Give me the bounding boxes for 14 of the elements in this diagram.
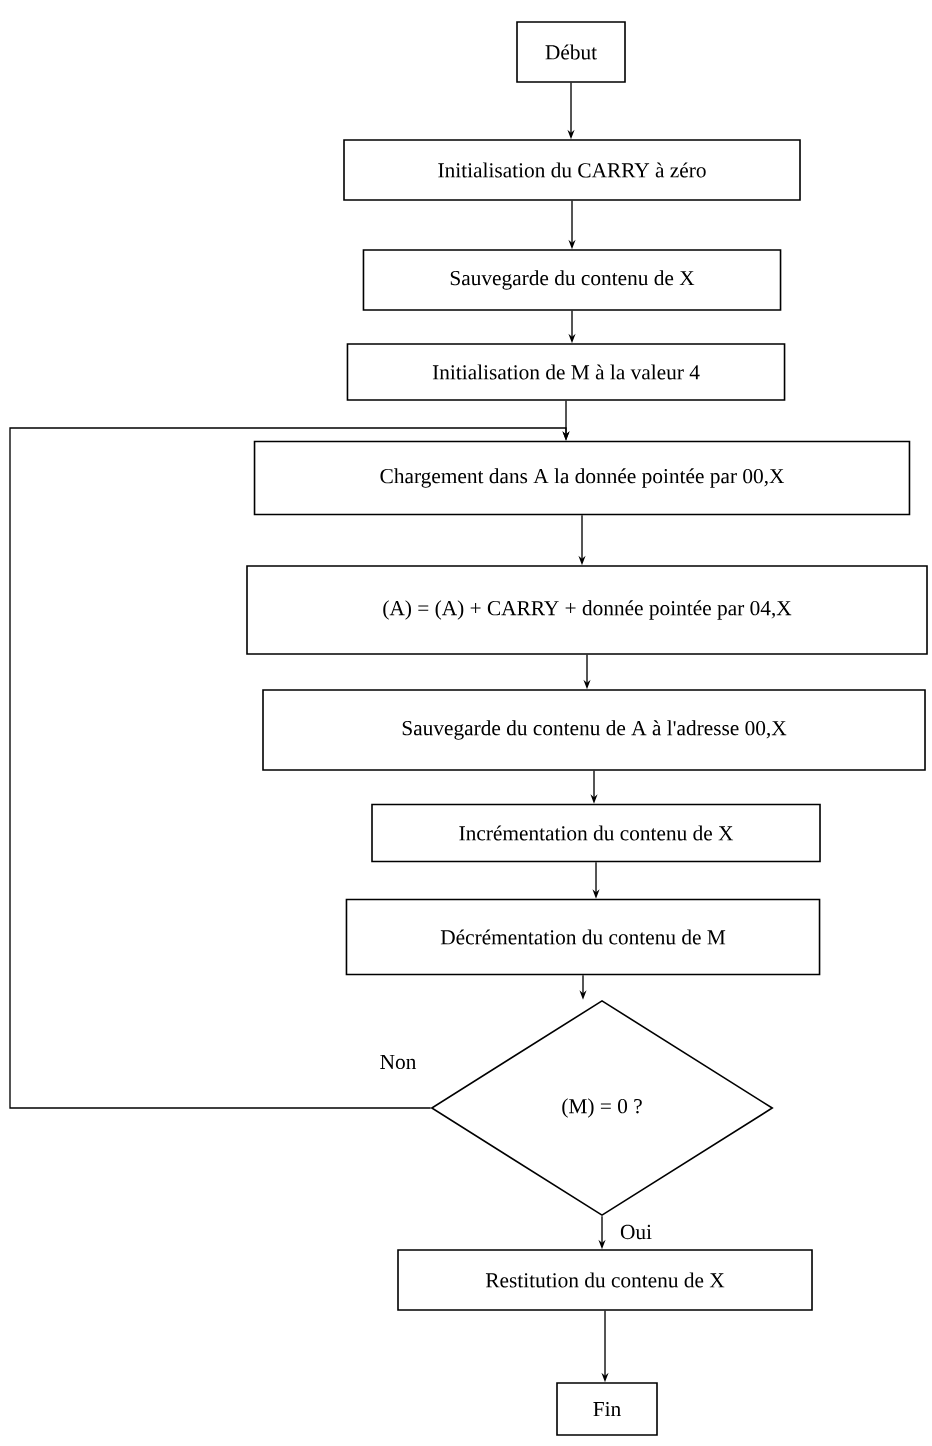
edge-label: Non [378, 1053, 418, 1071]
process-box: Initialisation du CARRY à zéro [343, 139, 801, 201]
arrow [9, 427, 570, 1109]
process-box: Incrémentation du contenu de X [371, 803, 821, 863]
process-box: (A) = (A) + CARRY + donnée pointée par 04,X [246, 565, 928, 655]
process-box: Restitution du contenu de X [397, 1249, 813, 1311]
process-box: Chargement dans A la donnée pointée par 00,X [253, 440, 911, 516]
process-box: Décrémentation du contenu de M [345, 898, 821, 976]
process-box: Sauvegarde du contenu de X [362, 249, 782, 311]
process-box: Début [516, 21, 626, 83]
process-box: Fin [556, 1382, 658, 1436]
process-box: Sauvegarde du contenu de A à l'adresse 00,X [262, 689, 926, 771]
process-box: Initialisation de M à la valeur 4 [346, 343, 786, 401]
edge-label: Oui [618, 1223, 654, 1241]
